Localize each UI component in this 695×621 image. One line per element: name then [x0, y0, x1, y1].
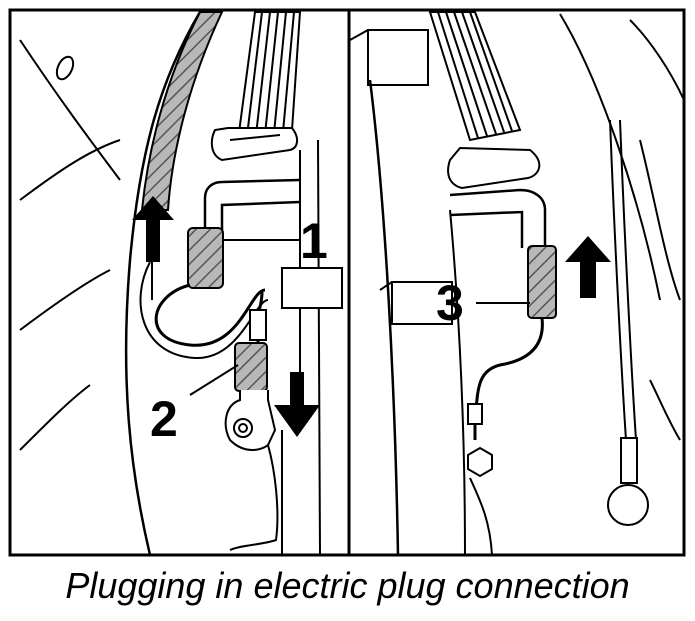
callout-1: 1 [300, 213, 328, 269]
arrow-up-icon [565, 236, 611, 298]
callout-2: 2 [150, 391, 178, 447]
left-panel [19, 11, 343, 556]
arrow-up-icon [132, 196, 174, 262]
illustration: 1 2 [8, 8, 686, 557]
right-panel [349, 11, 685, 556]
outer-frame [8, 8, 686, 557]
callout-3: 3 [436, 275, 464, 331]
arrow-down-icon [274, 372, 320, 437]
figure-caption: Plugging in electric plug connection [65, 565, 630, 606]
